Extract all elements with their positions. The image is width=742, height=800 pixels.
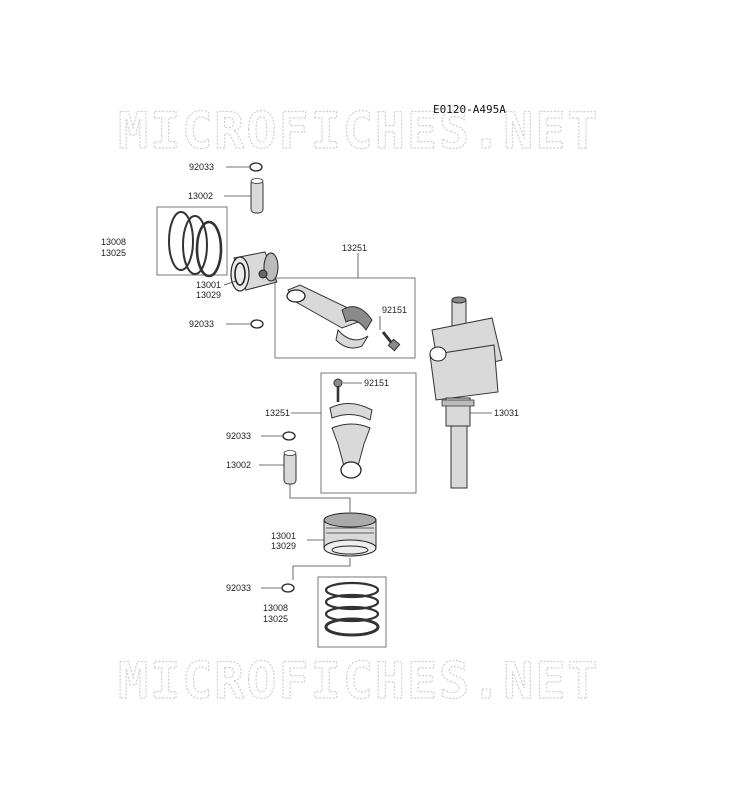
upper-piston[interactable]: 13001 13029	[196, 251, 279, 300]
upper-clip-bottom[interactable]: 92033	[189, 319, 264, 329]
label-upper-piston-1: 13001	[196, 280, 221, 290]
watermark-top: MICROFICHES.NET	[118, 102, 600, 160]
upper-clip-top[interactable]: 92033	[189, 162, 263, 172]
upper-ring-set[interactable]: 13008 13025	[101, 206, 228, 278]
label-lower-ring-1: 13008	[263, 603, 288, 613]
lower-clip-top[interactable]: 92033	[226, 431, 296, 441]
upper-piston-group: 92033 13002 13008 13025 13001 1302	[101, 162, 279, 329]
diagram-code: E0120-A495A	[433, 103, 506, 116]
label-lower-pin: 13002	[226, 460, 251, 470]
label-lower-clip-top: 92033	[226, 431, 251, 441]
label-upper-clip-bottom: 92033	[189, 319, 214, 329]
lower-clip-bottom[interactable]: 92033	[226, 583, 295, 593]
label-upper-clip-top: 92033	[189, 162, 214, 172]
label-lower-clip-bottom: 92033	[226, 583, 251, 593]
label-upper-bolt: 92151	[382, 305, 407, 315]
label-upper-ring-2: 13025	[101, 248, 126, 258]
label-upper-piston-2: 13029	[196, 290, 221, 300]
lower-connecting-rod[interactable]: 13251	[265, 403, 373, 479]
label-upper-ring-1: 13008	[101, 237, 126, 247]
upper-rod-group: 13251 92151	[274, 243, 416, 359]
lower-ring-set[interactable]: 13008 13025	[263, 576, 387, 648]
upper-piston-pin[interactable]: 13002	[188, 178, 264, 214]
label-lower-piston-2: 13029	[271, 541, 296, 551]
upper-rod-bolt[interactable]: 92151	[379, 305, 407, 352]
lower-piston[interactable]: 13001 13029	[271, 512, 377, 557]
upper-connecting-rod[interactable]	[286, 284, 373, 349]
lower-rod-group: 92151 13251	[265, 372, 417, 494]
label-crankshaft: 13031	[494, 408, 519, 418]
lower-piston-group: 92033 13002 13001 13029 92033	[226, 431, 387, 648]
crankshaft[interactable]: 13031	[429, 296, 519, 489]
label-lower-rod: 13251	[265, 408, 290, 418]
label-lower-ring-2: 13025	[263, 614, 288, 624]
label-upper-rod: 13251	[342, 243, 367, 253]
label-upper-pin: 13002	[188, 191, 213, 201]
watermark-bottom: MICROFICHES.NET	[118, 652, 600, 710]
lower-rod-bolt[interactable]: 92151	[333, 378, 389, 402]
label-lower-bolt: 92151	[364, 378, 389, 388]
label-lower-piston-1: 13001	[271, 531, 296, 541]
lower-piston-pin[interactable]: 13002	[226, 450, 297, 485]
